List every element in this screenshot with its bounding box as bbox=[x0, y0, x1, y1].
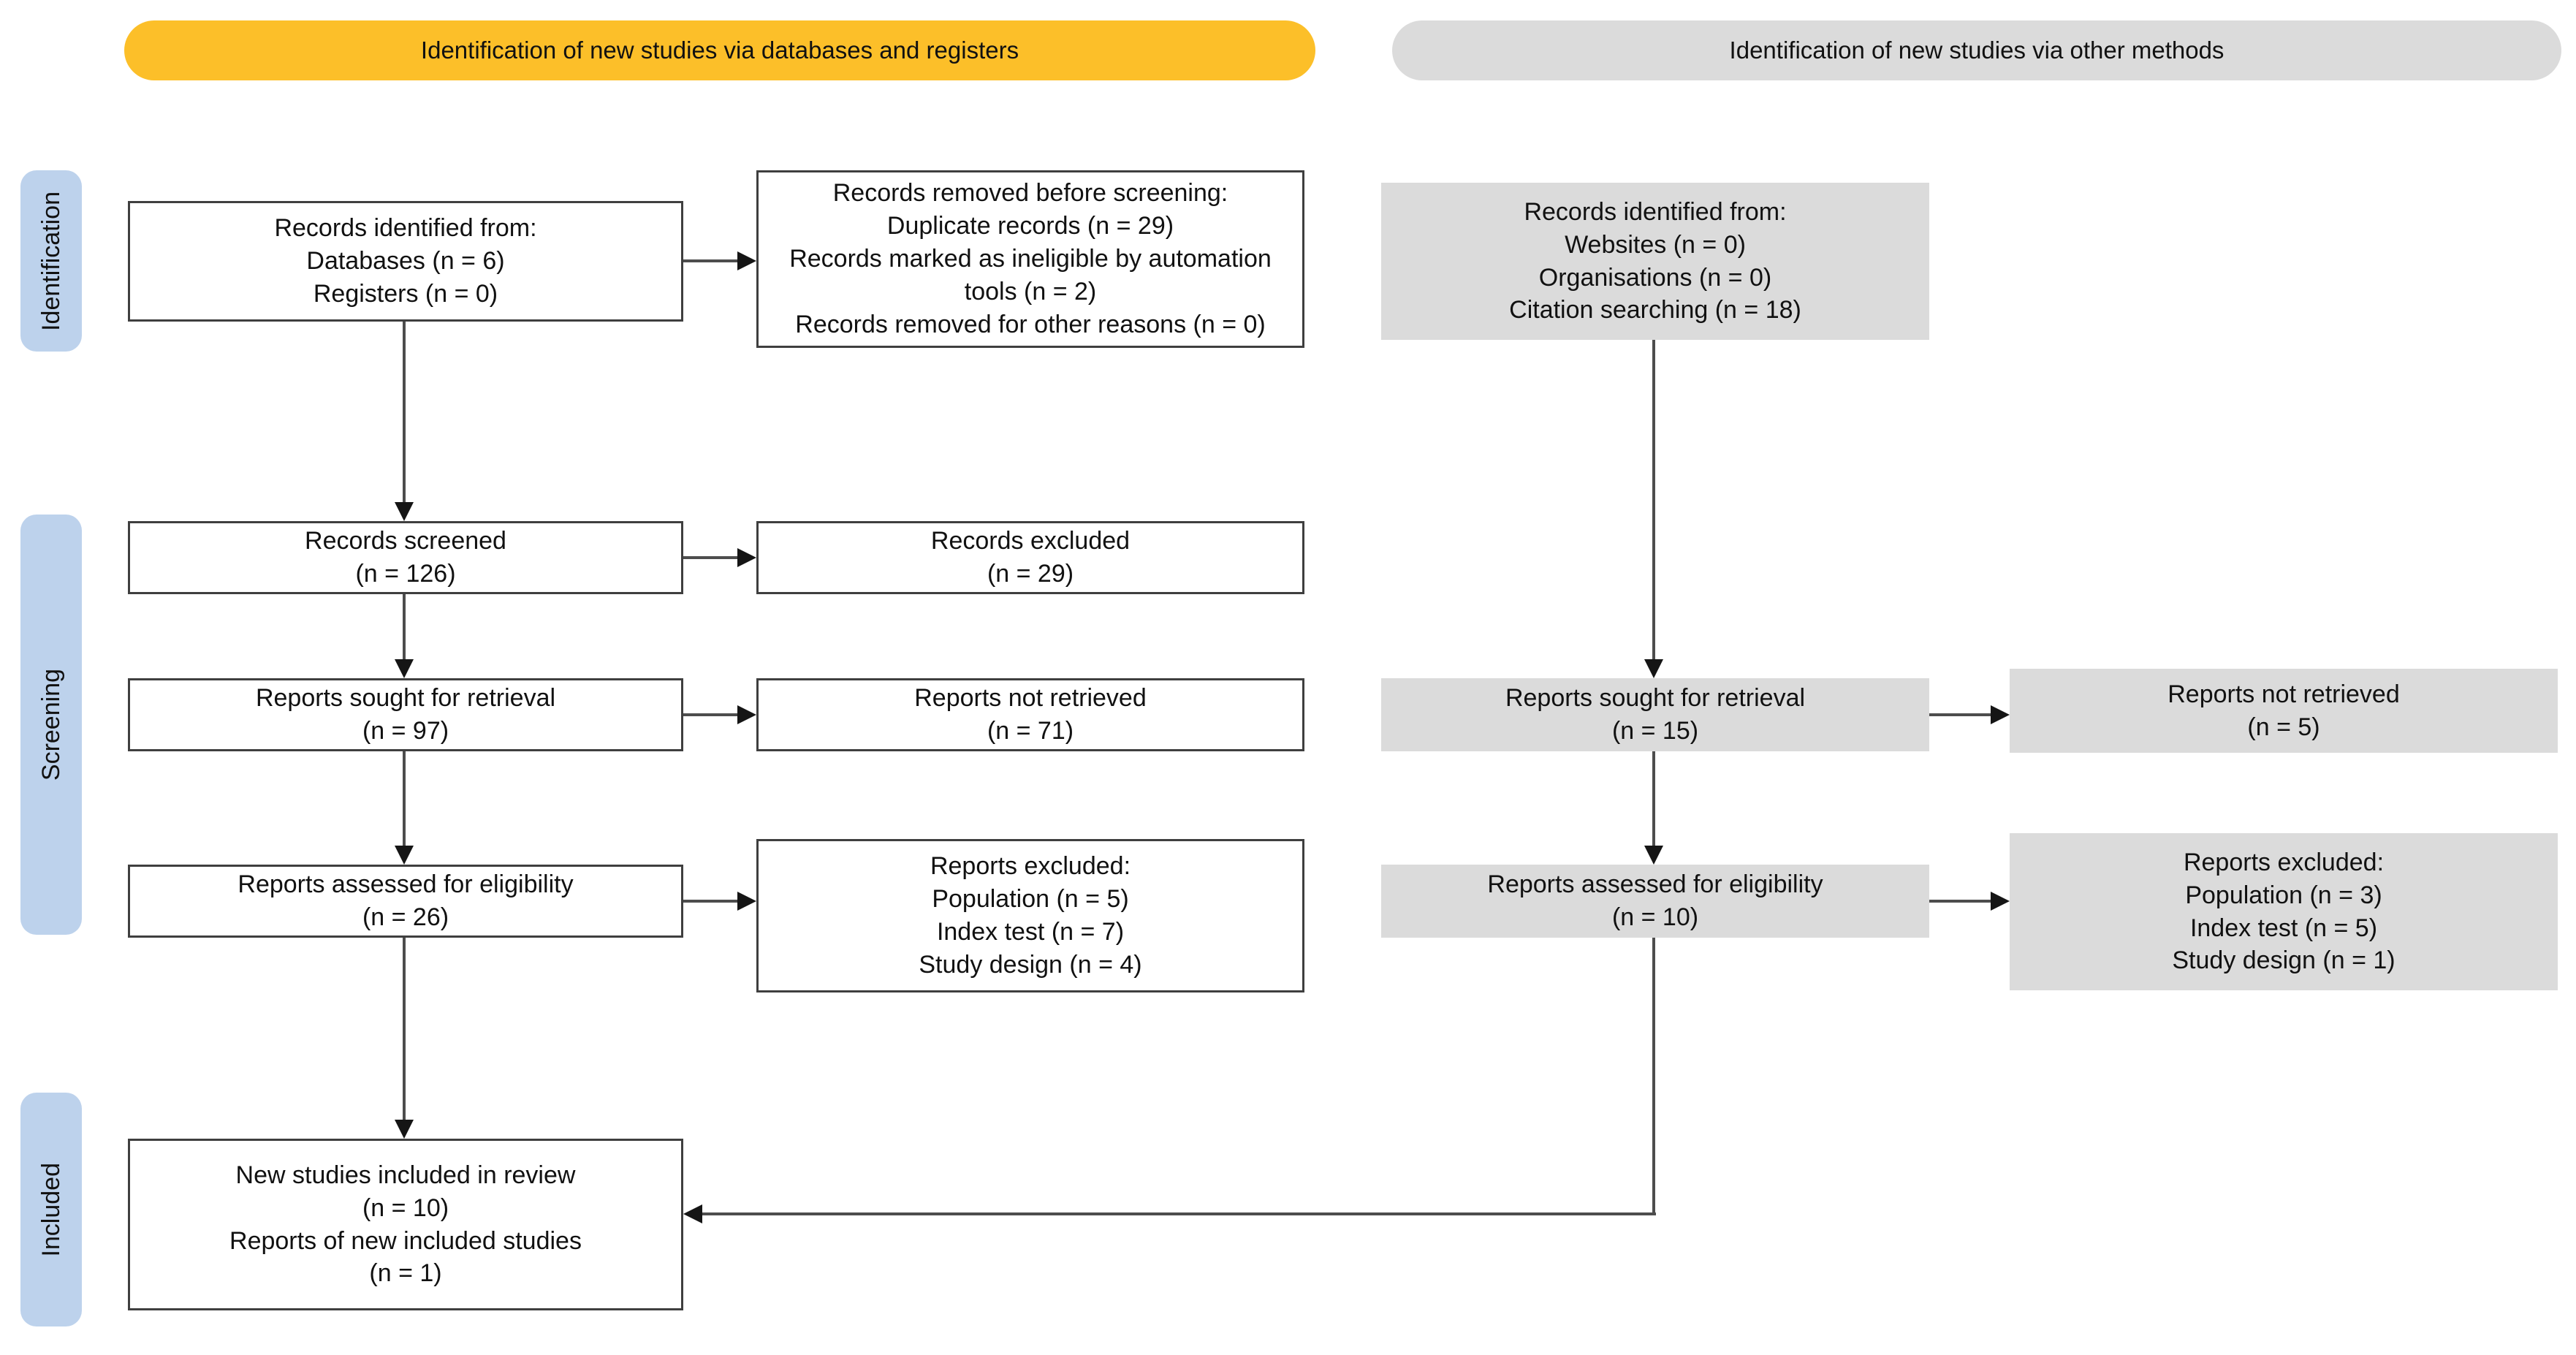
box-line: Duplicate records (n = 29) bbox=[886, 212, 1174, 240]
box-line: Records removed for other reasons (n = 0… bbox=[795, 310, 1266, 338]
flow-line-assessed-to-excluded-db bbox=[683, 900, 739, 903]
arrowhead-identified-to-screened bbox=[395, 502, 414, 521]
box-line: Citation searching (n = 18) bbox=[1509, 296, 1801, 324]
box-new-studies-included: New studies included in review (n = 10) … bbox=[128, 1139, 683, 1310]
box-line: Index test (n = 5) bbox=[2189, 914, 2378, 942]
box-line: New studies included in review bbox=[235, 1161, 576, 1189]
box-line: Reports sought for retrieval bbox=[255, 684, 556, 713]
box-line: (n = 97) bbox=[362, 717, 449, 745]
box-line: Reports sought for retrieval bbox=[1505, 684, 1806, 713]
arrowhead-assessed-to-included bbox=[395, 1120, 414, 1139]
box-line: Reports not retrieved bbox=[2167, 680, 2400, 708]
stage-pill-identification: Identification bbox=[20, 170, 82, 352]
box-records-screened: Records screened (n = 126) bbox=[128, 521, 683, 594]
box-line: (n = 1) bbox=[369, 1259, 442, 1288]
flow-line-other-to-included-horizontal bbox=[702, 1212, 1656, 1215]
arrowhead-other-to-included bbox=[683, 1204, 702, 1223]
box-records-identified-databases: Records identified from: Databases (n = … bbox=[128, 201, 683, 322]
stage-included-label: Included bbox=[37, 1162, 65, 1257]
stage-pill-screening: Screening bbox=[20, 515, 82, 935]
flow-line-sought-to-assessed-db bbox=[403, 751, 406, 846]
arrowhead-sought-to-notretrieved-other bbox=[1991, 705, 2010, 724]
box-records-identified-other: Records identified from: Websites (n = 0… bbox=[1381, 183, 1929, 340]
box-line: (n = 26) bbox=[362, 903, 449, 931]
box-reports-not-retrieved-databases: Reports not retrieved (n = 71) bbox=[756, 678, 1304, 751]
box-line: (n = 10) bbox=[1611, 903, 1699, 931]
header-other-label: Identification of new studies via other … bbox=[1729, 37, 2224, 64]
box-line: Records marked as ineligible by automati… bbox=[789, 245, 1272, 305]
box-reports-excluded-other: Reports excluded: Population (n = 3) Ind… bbox=[2010, 833, 2558, 990]
header-other-methods: Identification of new studies via other … bbox=[1392, 20, 2561, 80]
box-line: Records excluded bbox=[930, 527, 1131, 555]
box-line: (n = 15) bbox=[1611, 717, 1699, 745]
box-line: Population (n = 5) bbox=[932, 885, 1129, 914]
box-line: Study design (n = 4) bbox=[919, 950, 1142, 979]
flow-line-identified-to-sought-other bbox=[1652, 340, 1655, 659]
flow-line-assessed-to-included bbox=[403, 938, 406, 1120]
arrowhead-assessed-to-excluded-other bbox=[1991, 892, 2010, 911]
flow-line-sought-to-notretrieved-db bbox=[683, 713, 739, 716]
header-databases-registers: Identification of new studies via databa… bbox=[124, 20, 1315, 80]
arrowhead-sought-to-assessed-db bbox=[395, 846, 414, 865]
box-line: Websites (n = 0) bbox=[1565, 230, 1746, 259]
box-line: Index test (n = 7) bbox=[936, 918, 1125, 946]
box-line: Population (n = 3) bbox=[2185, 881, 2382, 909]
flow-line-other-to-included-vertical bbox=[1652, 938, 1655, 1215]
arrowhead-screened-to-excluded bbox=[737, 548, 756, 567]
stage-pill-included: Included bbox=[20, 1093, 82, 1326]
arrowhead-identified-to-removed bbox=[737, 251, 756, 270]
flow-line-sought-to-notretrieved-other bbox=[1929, 713, 1991, 716]
arrowhead-sought-to-assessed-other bbox=[1644, 846, 1663, 865]
stage-identification-label: Identification bbox=[37, 191, 65, 331]
box-line: Records removed before screening: bbox=[832, 179, 1228, 208]
box-line: Databases (n = 6) bbox=[306, 247, 505, 276]
arrowhead-assessed-to-excluded-db bbox=[737, 892, 756, 911]
arrowhead-identified-to-sought-other bbox=[1644, 659, 1663, 678]
box-line: Reports assessed for eligibility bbox=[238, 870, 574, 899]
arrowhead-screened-to-sought bbox=[395, 659, 414, 678]
arrowhead-sought-to-notretrieved-db bbox=[737, 705, 756, 724]
box-reports-sought-other: Reports sought for retrieval (n = 15) bbox=[1381, 678, 1929, 751]
box-line: (n = 126) bbox=[355, 560, 456, 588]
box-line: (n = 29) bbox=[987, 560, 1074, 588]
box-reports-assessed-other: Reports assessed for eligibility (n = 10… bbox=[1381, 865, 1929, 938]
box-line: Reports excluded: bbox=[2183, 848, 2385, 876]
flow-line-sought-to-assessed-other bbox=[1652, 751, 1655, 846]
flow-line-assessed-to-excluded-other bbox=[1929, 900, 1991, 903]
box-line: (n = 5) bbox=[2247, 713, 2320, 741]
flow-line-identified-to-screened bbox=[403, 322, 406, 502]
box-line: (n = 71) bbox=[987, 717, 1074, 745]
box-reports-assessed-databases: Reports assessed for eligibility (n = 26… bbox=[128, 865, 683, 938]
box-reports-not-retrieved-other: Reports not retrieved (n = 5) bbox=[2010, 669, 2558, 753]
box-records-excluded: Records excluded (n = 29) bbox=[756, 521, 1304, 594]
stage-screening-label: Screening bbox=[37, 668, 65, 781]
box-line: Reports not retrieved bbox=[914, 684, 1147, 713]
box-line: Records identified from: bbox=[274, 214, 537, 243]
box-line: Organisations (n = 0) bbox=[1538, 263, 1772, 292]
box-line: Reports excluded: bbox=[930, 852, 1131, 881]
flow-line-screened-to-sought bbox=[403, 594, 406, 659]
box-line: Reports of new included studies bbox=[229, 1226, 582, 1255]
box-line: Reports assessed for eligibility bbox=[1487, 870, 1823, 899]
flow-line-screened-to-excluded bbox=[683, 556, 739, 559]
box-reports-sought-databases: Reports sought for retrieval (n = 97) bbox=[128, 678, 683, 751]
box-reports-excluded-databases: Reports excluded: Population (n = 5) Ind… bbox=[756, 839, 1304, 992]
box-records-removed-before-screening: Records removed before screening: Duplic… bbox=[756, 170, 1304, 348]
box-line: (n = 10) bbox=[362, 1193, 449, 1222]
flow-line-identified-to-removed bbox=[683, 259, 739, 262]
box-line: Records identified from: bbox=[1524, 197, 1787, 226]
header-databases-label: Identification of new studies via databa… bbox=[420, 37, 1019, 64]
box-line: Registers (n = 0) bbox=[313, 279, 498, 308]
box-line: Records screened bbox=[305, 527, 506, 555]
box-line: Study design (n = 1) bbox=[2172, 946, 2395, 975]
